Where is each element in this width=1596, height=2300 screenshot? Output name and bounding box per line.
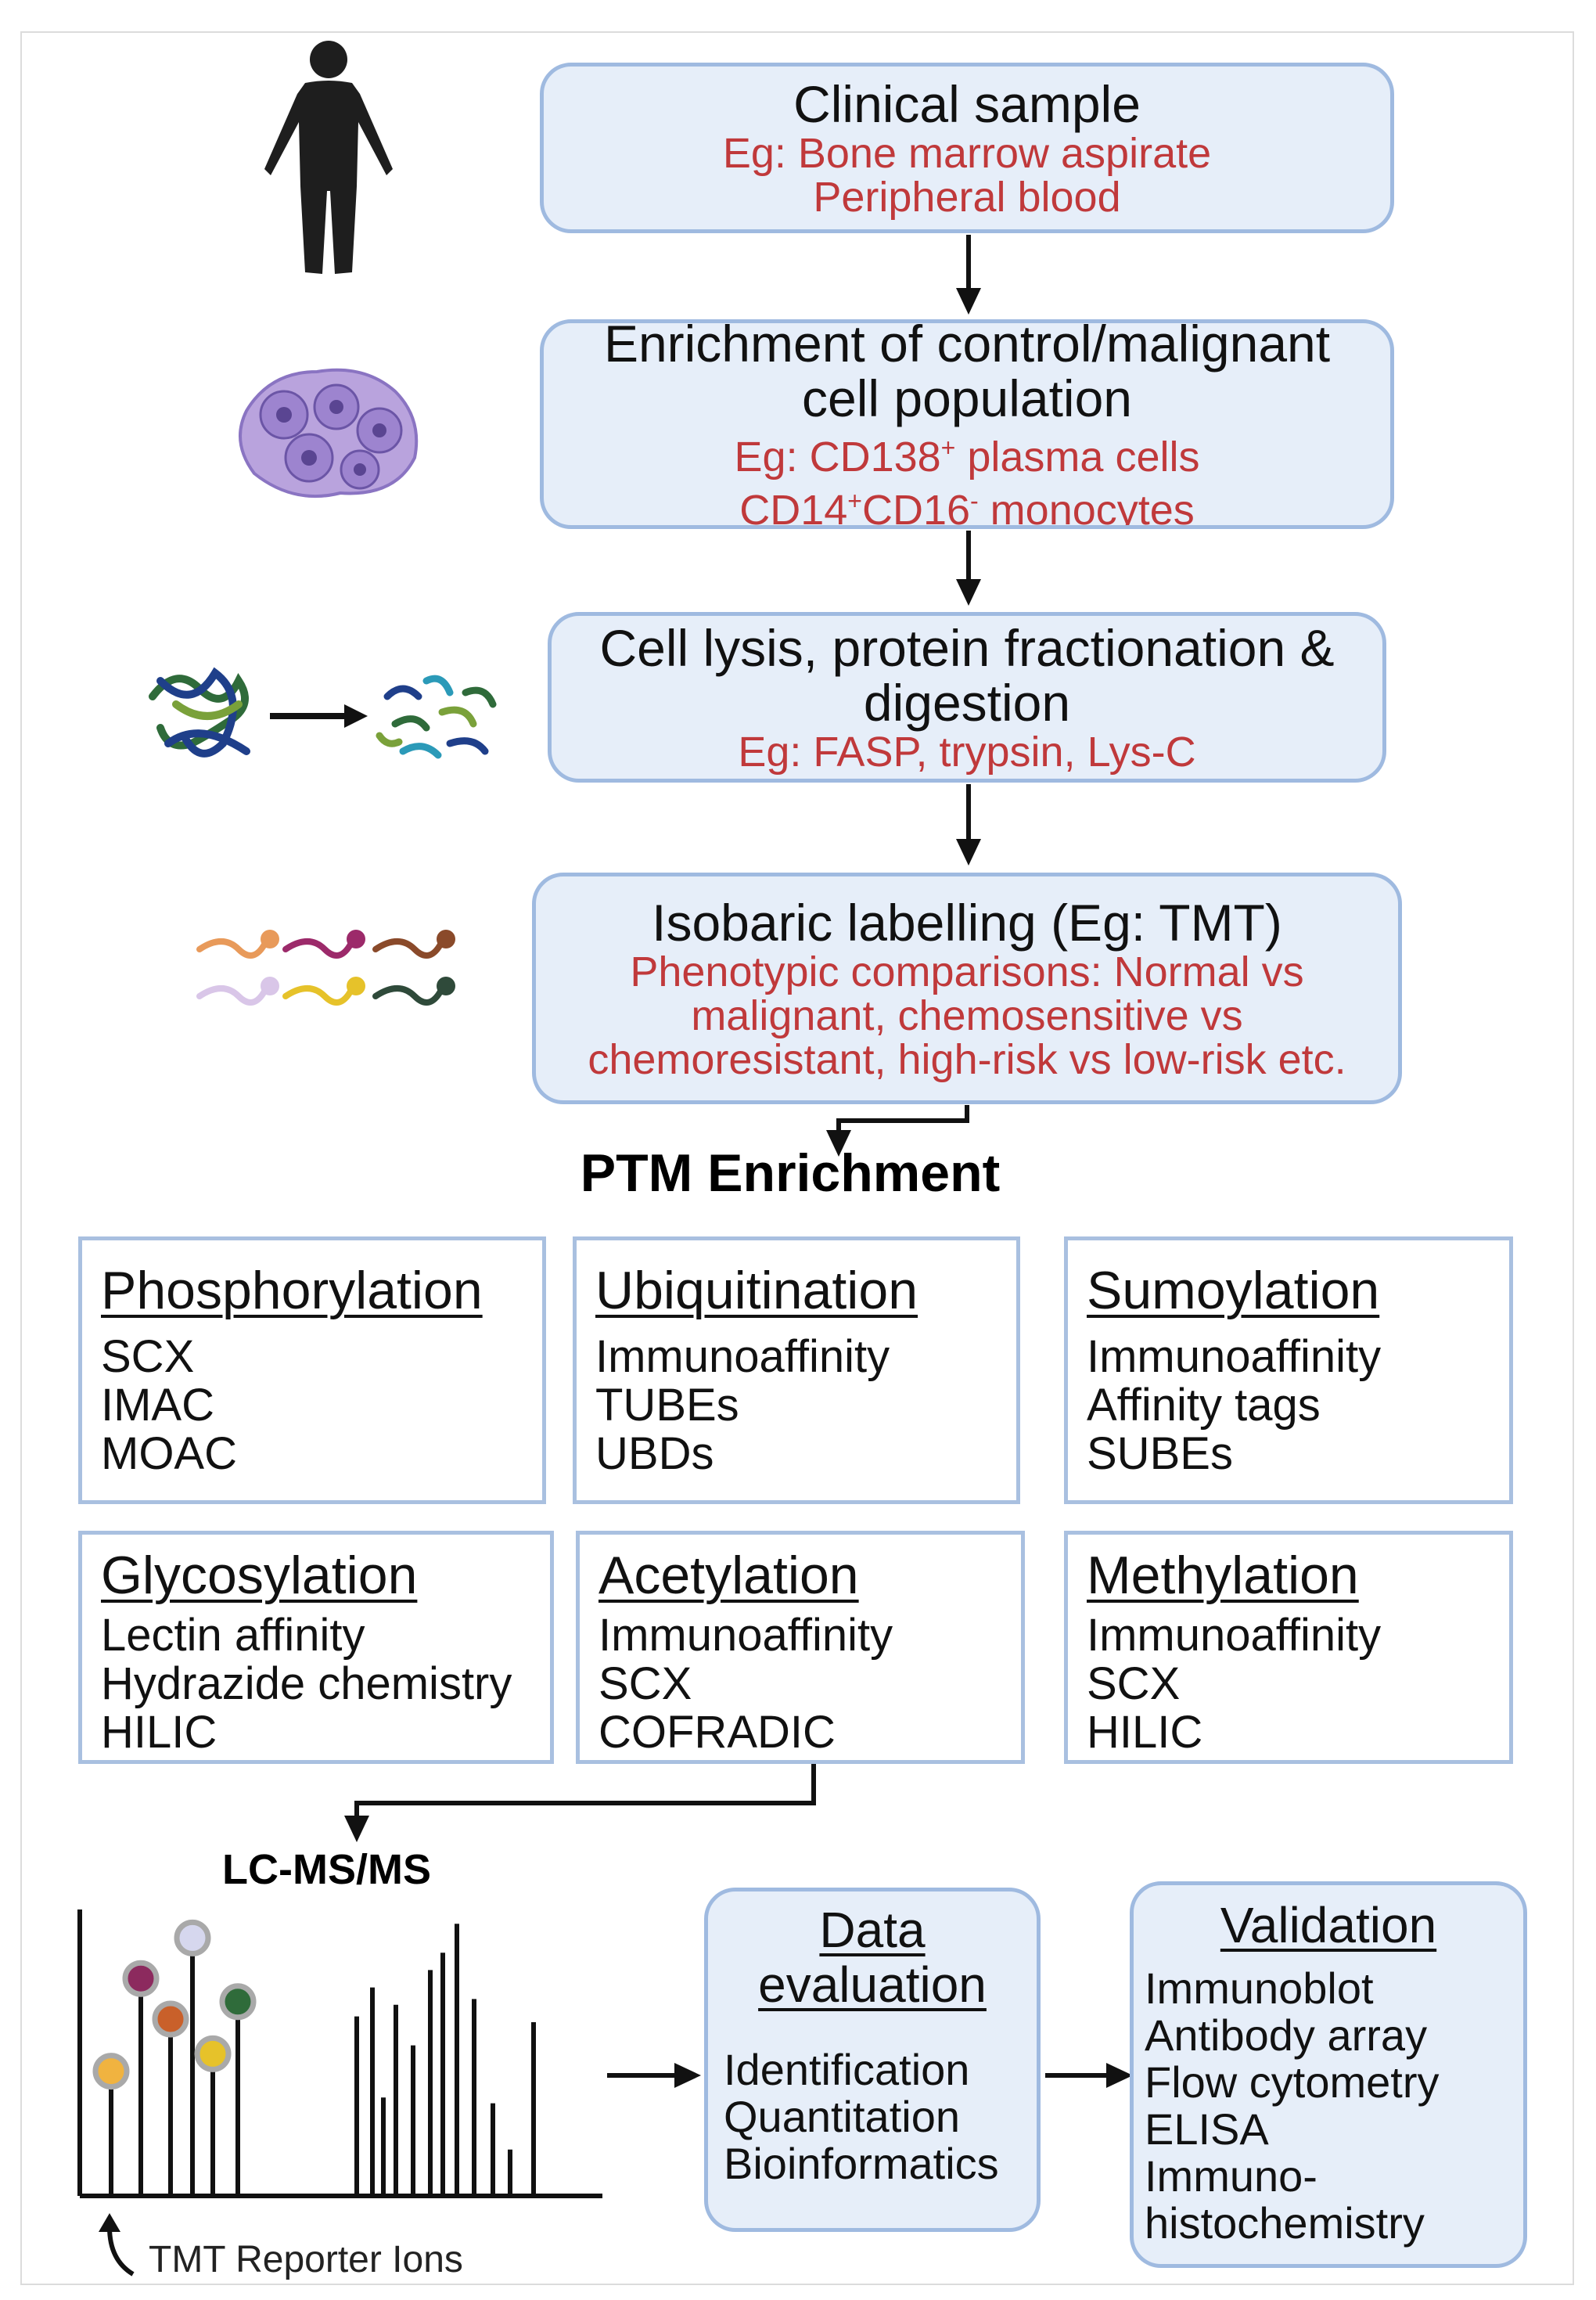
ptm-method: Lectin affinity <box>101 1610 365 1661</box>
reporter-ion-dot <box>219 1983 257 2021</box>
flow-step-title: digestion <box>863 674 1071 732</box>
flow-step-title: Cell lysis, protein fractionation & <box>599 619 1335 677</box>
flow-step-enrichment: Enrichment of control/malignant cell pop… <box>540 319 1394 529</box>
data-evaluation-item: Identification <box>724 2045 970 2094</box>
ptm-box-ubiquitination: Ubiquitination Immunoaffinity TUBEs UBDs <box>573 1236 1020 1504</box>
ptm-method: TUBEs <box>595 1380 739 1431</box>
tmt-tags-icon <box>196 930 455 1006</box>
ptm-method: Hydrazide chemistry <box>101 1658 512 1709</box>
data-evaluation-item: Bioinformatics <box>724 2139 999 2188</box>
flow-step-subtitle: Eg: Bone marrow aspirate <box>722 130 1212 177</box>
validation-box: Validation Immunoblot Antibody array Flo… <box>1130 1881 1527 2268</box>
ptm-method: MOAC <box>101 1428 237 1479</box>
flow-step-subtitle: Phenotypic comparisons: Normal vs <box>630 948 1304 995</box>
lcms-label: LC-MS/MS <box>222 1846 431 1893</box>
reporter-ion-dot <box>194 2035 232 2072</box>
flow-step-subtitle: Peripheral blood <box>813 174 1121 221</box>
data-evaluation-title: Data <box>819 1902 926 1958</box>
ptm-method: SUBEs <box>1087 1428 1233 1479</box>
ptm-box-sumoylation: Sumoylation Immunoaffinity Affinity tags… <box>1064 1236 1513 1504</box>
ptm-method: UBDs <box>595 1428 714 1479</box>
arrow-right-icon <box>674 2063 701 2088</box>
reporter-ion-dot <box>122 1960 160 1997</box>
ptm-box-title: Glycosylation <box>101 1546 418 1605</box>
arrow-down-icon <box>956 288 981 315</box>
ptm-box-title: Ubiquitination <box>595 1261 918 1320</box>
ptm-box-title: Acetylation <box>598 1546 859 1605</box>
mass-spectrum-plot <box>77 1909 602 2198</box>
flow-step-subtitle: malignant, chemosensitive vs <box>691 992 1243 1039</box>
ptm-box-glycosylation: Glycosylation Lectin affinity Hydrazide … <box>78 1531 554 1764</box>
ptm-method-list: SCX IMAC MOAC <box>101 1333 527 1478</box>
ptm-method: Immunoaffinity <box>595 1331 890 1382</box>
flow-step-title: Isobaric labelling (Eg: TMT) <box>652 894 1282 952</box>
ptm-method-list: Lectin affinity Hydrazide chemistry HILI… <box>101 1611 534 1757</box>
ptm-box-title: Methylation <box>1087 1546 1359 1605</box>
flow-step-title: Clinical sample <box>793 75 1141 133</box>
ptm-enrichment-heading: PTM Enrichment <box>580 1143 1001 1203</box>
data-evaluation-title: evaluation <box>758 1956 987 2013</box>
validation-item: Antibody array <box>1145 2010 1428 2060</box>
flow-step-subtitle: CD14+CD16- monocytes <box>739 487 1195 529</box>
figure-frame <box>20 31 1574 2285</box>
reporter-ion-dot <box>174 1919 211 1956</box>
ptm-method: SCX <box>598 1658 692 1709</box>
ptm-method: Immunoaffinity <box>598 1610 893 1661</box>
validation-item: histochemistry <box>1145 2198 1425 2248</box>
curved-arrow-icon <box>99 2213 135 2277</box>
data-evaluation-box: Data evaluation Identification Quantitat… <box>704 1888 1041 2232</box>
ptm-method-list: Immunoaffinity TUBEs UBDs <box>595 1333 1001 1478</box>
ptm-method: COFRADIC <box>598 1707 836 1758</box>
validation-title: Validation <box>1220 1897 1437 1953</box>
flow-step-title: Enrichment of control/malignant <box>603 319 1331 373</box>
validation-item: Immunoblot <box>1145 1963 1374 2013</box>
ptm-method-list: Immunoaffinity SCX HILIC <box>1087 1611 1494 1757</box>
flow-step-subtitle: chemoresistant, high-risk vs low-risk et… <box>588 1036 1346 1083</box>
validation-item: Immuno- <box>1145 2151 1317 2201</box>
ptm-box-phosphorylation: Phosphorylation SCX IMAC MOAC <box>78 1236 546 1504</box>
arrow-down-icon <box>956 839 981 866</box>
human-figure-icon <box>264 41 393 274</box>
reporter-ion-dot <box>92 2053 130 2090</box>
ptm-method: Affinity tags <box>1087 1380 1321 1431</box>
validation-item: ELISA <box>1145 2104 1269 2154</box>
arrow-down-icon <box>344 1816 369 1842</box>
ptm-method: SCX <box>1087 1658 1181 1709</box>
flow-step-subtitle: Eg: FASP, trypsin, Lys-C <box>738 729 1196 776</box>
flow-step-title: cell population <box>802 369 1132 427</box>
ptm-box-title: Sumoylation <box>1087 1261 1380 1320</box>
reporter-ion-dot <box>152 2000 189 2038</box>
flow-step-clinical-sample: Clinical sample Eg: Bone marrow aspirate… <box>540 63 1394 233</box>
ptm-method-list: Immunoaffinity SCX COFRADIC <box>598 1611 1005 1757</box>
ptm-method: IMAC <box>101 1380 214 1431</box>
ptm-method: Immunoaffinity <box>1087 1610 1382 1661</box>
arrow-down-icon <box>826 1130 851 1157</box>
flow-step-cell-lysis: Cell lysis, protein fractionation & dige… <box>548 612 1386 783</box>
ptm-box-title: Phosphorylation <box>101 1261 483 1320</box>
ptm-method: HILIC <box>101 1707 217 1758</box>
data-evaluation-item: Quantitation <box>724 2092 960 2141</box>
flow-step-isobaric-labelling: Isobaric labelling (Eg: TMT) Phenotypic … <box>532 873 1402 1104</box>
cell-cluster-icon <box>239 368 419 499</box>
validation-item: Flow cytometry <box>1145 2057 1440 2107</box>
ptm-method: SCX <box>101 1331 195 1382</box>
protein-digestion-icon <box>149 667 497 759</box>
flow-step-subtitle: Eg: CD138+ plasma cells <box>734 434 1200 481</box>
ptm-box-methylation: Methylation Immunoaffinity SCX HILIC <box>1064 1531 1513 1764</box>
arrow-right-icon <box>1106 2063 1133 2088</box>
arrow-down-icon <box>956 579 981 606</box>
data-evaluation-list: Identification Quantitation Bioinformati… <box>724 2046 1037 2187</box>
ptm-box-acetylation: Acetylation Immunoaffinity SCX COFRADIC <box>576 1531 1025 1764</box>
ptm-method-list: Immunoaffinity Affinity tags SUBEs <box>1087 1333 1494 1478</box>
tmt-reporter-label: TMT Reporter Ions <box>149 2239 463 2280</box>
validation-list: Immunoblot Antibody array Flow cytometry… <box>1145 1965 1523 2247</box>
ptm-method: HILIC <box>1087 1707 1203 1758</box>
ptm-method: Immunoaffinity <box>1087 1331 1382 1382</box>
